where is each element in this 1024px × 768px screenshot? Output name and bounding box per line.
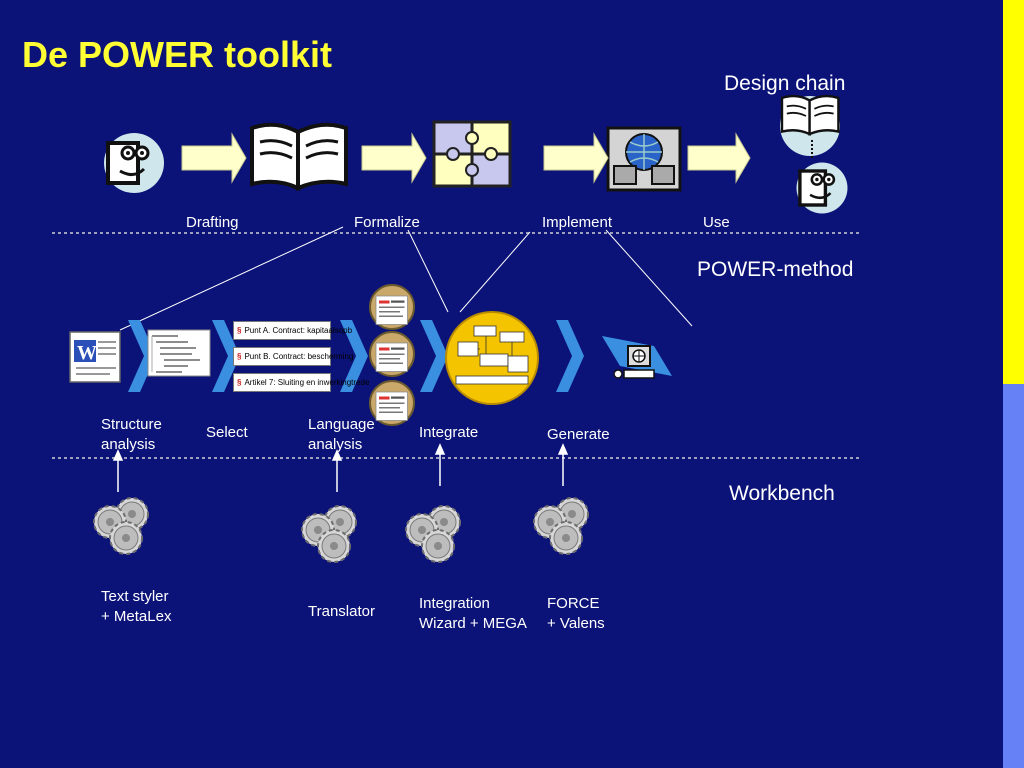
step-use: Use [703,214,730,231]
integrate-model-icon [445,311,539,405]
tool-translator: Translator [308,603,375,620]
sidebar-stripe [1003,0,1024,768]
step-implement: Implement [542,214,613,231]
step-formalize: Formalize [354,214,420,231]
puzzle-icon [432,120,512,188]
workbench-arrows [112,443,569,492]
tool-force-valens: FORCE+ Valens [547,595,605,632]
select-item-2: §Punt B. Contract: bescherming [233,347,353,366]
gear-icon-text-styler [94,498,148,554]
computer-generate-icon [602,336,672,379]
method-integrate: Integrate [419,424,479,441]
method-generate: Generate [547,426,610,443]
gear-icon-integration [406,506,460,562]
structure-tree-icon [147,329,211,377]
face-icon [102,131,166,195]
section-design-chain: Design chain [724,72,846,95]
gear-icon-force [534,498,588,554]
open-book-icon [250,122,348,190]
tool-text-styler: Text styler+ MetaLex [101,588,172,625]
language-analysis-icons [369,284,415,426]
word-document-icon: W [69,331,121,383]
reader-book-icon [780,94,840,156]
svg-text:W: W [77,342,97,364]
step-drafting: Drafting [186,214,239,231]
design-chain-arrows [181,132,751,184]
face-icon-user [794,160,850,216]
globe-computers-icon [606,126,682,192]
section-workbench: Workbench [729,482,835,505]
section-power-method: POWER-method [697,258,854,281]
select-item-1: §Punt A. Contract: kapitaalsopb [233,321,352,340]
gear-icon-translator [302,506,356,562]
diagram-graphics: W [52,94,862,768]
select-item-3: §Artikel 7: Sluiting en inwerkingtrede [233,373,369,392]
page-title: De POWER toolkit [22,34,333,75]
method-select: Select [206,424,248,441]
